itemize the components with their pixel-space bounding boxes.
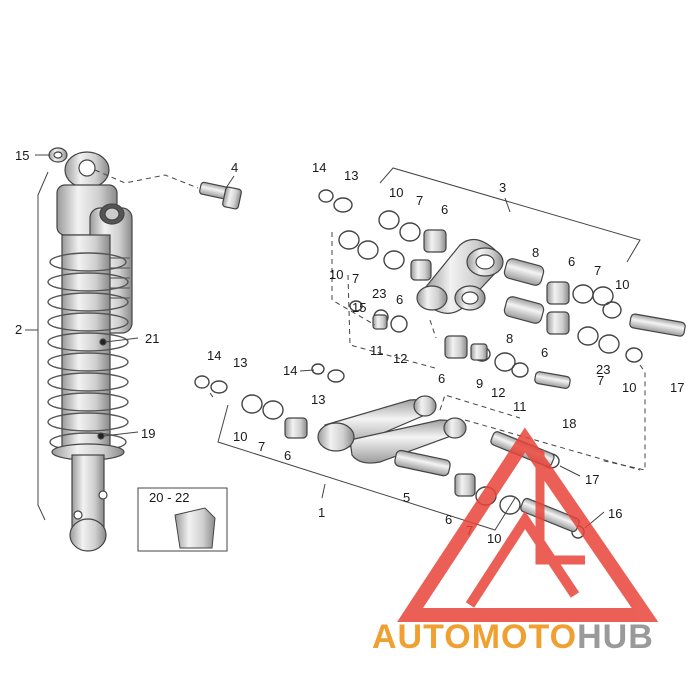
linkage-small-parts <box>372 314 488 361</box>
callout-10: 10 <box>233 429 247 444</box>
callout-labels: 2 15 4 21 19 20 - 22 14 13 3 10 7 6 10 7… <box>15 148 684 546</box>
callout-15: 15 <box>352 300 366 315</box>
callout-4: 4 <box>231 160 238 175</box>
callout-6: 6 <box>284 448 291 463</box>
shock-absorber <box>47 151 133 552</box>
callout-12: 12 <box>491 385 505 400</box>
callout-23: 23 <box>372 286 386 301</box>
callout-14: 14 <box>312 160 326 175</box>
inset-box-20-22 <box>137 487 228 552</box>
watermark-text: AUTOMOTOHUB <box>372 618 654 656</box>
callout-10: 10 <box>389 185 403 200</box>
callout-5: 5 <box>403 490 410 505</box>
callout-13: 13 <box>311 392 325 407</box>
callout-10: 10 <box>622 380 636 395</box>
callout-21: 21 <box>145 331 159 346</box>
callout-6: 6 <box>441 202 448 217</box>
callout-2: 2 <box>15 322 22 337</box>
linkage-part-3 <box>416 239 504 314</box>
callout-13: 13 <box>233 355 247 370</box>
callout-7: 7 <box>416 193 423 208</box>
callout-9: 9 <box>476 376 483 391</box>
callout-7: 7 <box>258 439 265 454</box>
callout-6: 6 <box>396 292 403 307</box>
connecting-rod-part-1 <box>284 395 476 497</box>
bracket-lines <box>25 154 641 531</box>
linkage-bearings <box>410 229 570 359</box>
callout-6: 6 <box>568 254 575 269</box>
callout-19: 19 <box>141 426 155 441</box>
callout-17: 17 <box>585 472 599 487</box>
callout-10: 10 <box>487 531 501 546</box>
callout-3: 3 <box>499 180 506 195</box>
callout-11: 11 <box>370 343 384 358</box>
callout-23: 23 <box>596 362 610 377</box>
callout-10: 10 <box>615 277 629 292</box>
callout-14: 14 <box>207 348 221 363</box>
callout-8: 8 <box>506 331 513 346</box>
washers-and-rings <box>194 189 643 539</box>
callout-10: 10 <box>329 267 343 282</box>
callout-18: 18 <box>562 416 576 431</box>
callout-16: 16 <box>608 506 622 521</box>
callout-17: 17 <box>670 380 684 395</box>
inset-box-label: 20 - 22 <box>149 490 189 505</box>
long-bolts <box>490 313 686 533</box>
bolt-part-4 <box>199 181 242 210</box>
callout-7: 7 <box>594 263 601 278</box>
watermark-auto: AUTO <box>372 618 472 656</box>
callout-7: 7 <box>597 373 604 388</box>
nut-part-15 <box>48 147 68 163</box>
callout-1: 1 <box>318 505 325 520</box>
callout-6: 6 <box>445 512 452 527</box>
callout-6: 6 <box>438 371 445 386</box>
watermark-moto: MOTO <box>472 618 577 656</box>
callout-13: 13 <box>344 168 358 183</box>
callout-12: 12 <box>393 351 407 366</box>
callout-7: 7 <box>352 271 359 286</box>
dashed-leader-lines <box>94 169 646 471</box>
callout-14: 14 <box>283 363 297 378</box>
callout-15: 15 <box>15 148 29 163</box>
callout-8: 8 <box>532 245 539 260</box>
watermark-logo <box>397 427 659 622</box>
callout-11: 11 <box>513 399 527 414</box>
callout-6: 6 <box>541 345 548 360</box>
watermark-hub: HUB <box>577 618 654 656</box>
